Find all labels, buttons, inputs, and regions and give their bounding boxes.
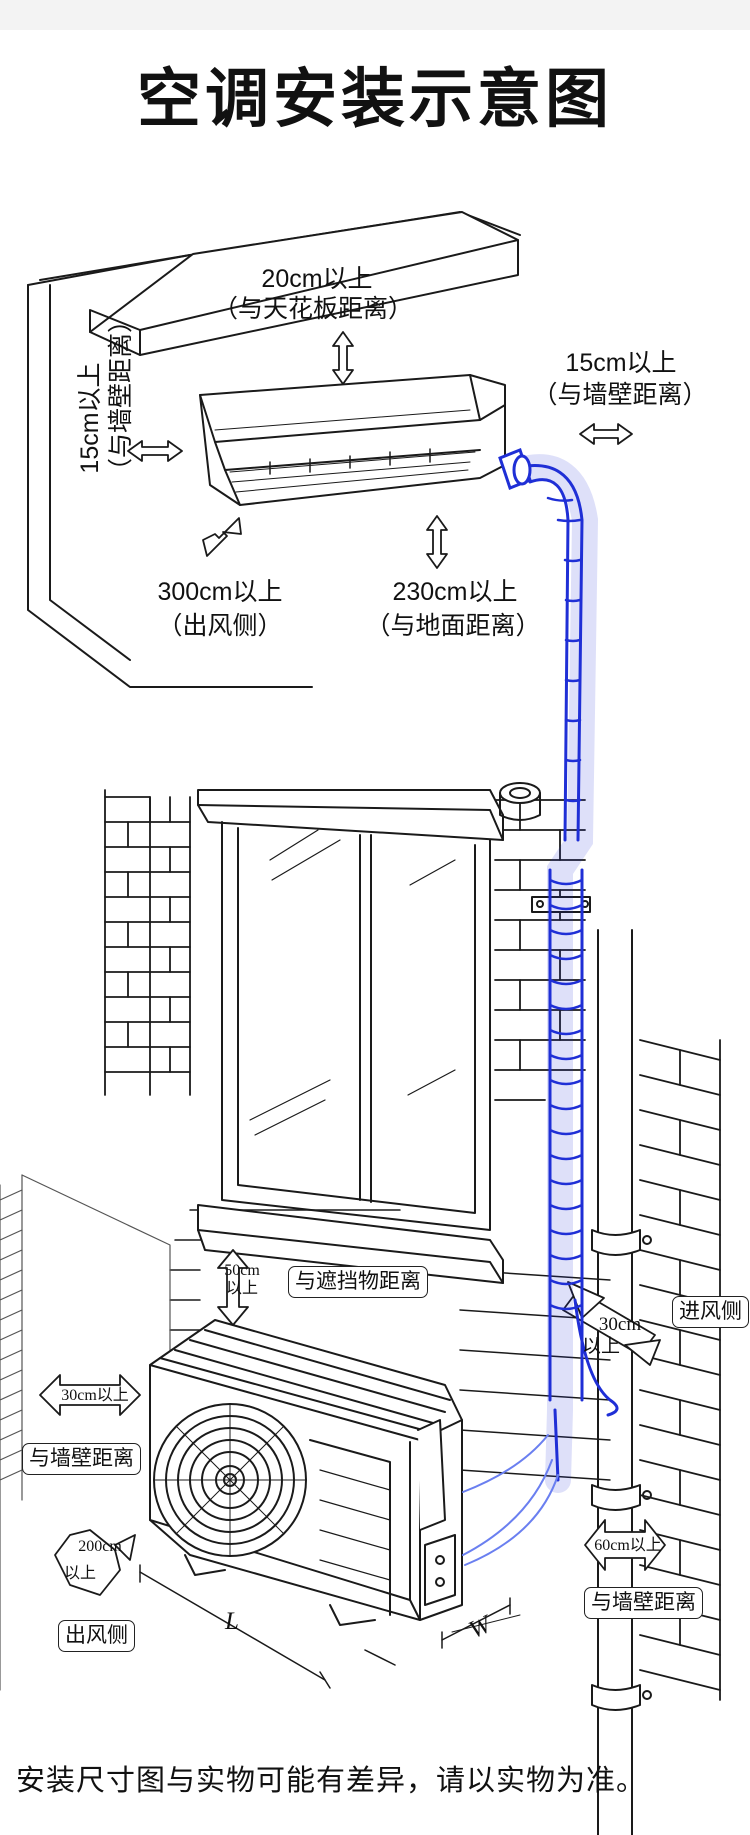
arrow-outlet xyxy=(54,1529,136,1596)
arrow-up-down-ceiling xyxy=(332,331,354,385)
arrow-side xyxy=(39,1374,141,1416)
page-title: 空调安装示意图 xyxy=(137,63,613,137)
arrow-obstacle xyxy=(217,1249,249,1326)
obstacle-clearance-value: 50cm xyxy=(224,1262,260,1279)
refrigerant-pipe xyxy=(462,448,619,1566)
arrow-left-right-wall-right xyxy=(579,423,633,445)
brick-wall-left xyxy=(104,789,191,1096)
floor-clearance-value: 230cm以上 xyxy=(392,578,518,606)
front-clearance-value: 300cm以上 xyxy=(157,578,283,606)
top-band xyxy=(0,0,750,30)
outlet-clearance-suffix: 以上 xyxy=(63,1565,96,1582)
outlet-clearance-value: 200cm xyxy=(78,1538,122,1555)
back-wall-box: 与墙壁距离 xyxy=(584,1587,703,1619)
drain-pipe xyxy=(591,929,652,1835)
ceiling-beam xyxy=(89,211,519,356)
right-wall-clearance-value: 15cm以上 xyxy=(565,349,677,377)
outdoor-unit xyxy=(149,1319,463,1626)
arrow-up-down-floor xyxy=(426,515,448,569)
arrow-diagonal-front xyxy=(202,517,242,557)
intake-side-box: 进风侧 xyxy=(672,1296,749,1328)
indoor-unit xyxy=(199,374,506,506)
front-clearance-desc: （出风侧） xyxy=(157,612,283,640)
dimension-l-label: L xyxy=(225,1608,239,1635)
obstacle-clearance-box: 与遮挡物距离 xyxy=(288,1266,428,1298)
side-wall-box: 与墙壁距离 xyxy=(22,1443,141,1475)
left-wall-clearance-value: 15cm以上 xyxy=(76,362,104,474)
obstacle-clearance-suffix: 以上 xyxy=(225,1280,258,1297)
arrow-back xyxy=(584,1519,666,1571)
left-wall-clearance: 15cm以上 （与墙壁距离） xyxy=(75,307,155,483)
side-hatched-wall xyxy=(0,1174,171,1691)
arrow-intake xyxy=(562,1281,661,1366)
window xyxy=(197,789,504,1284)
ceiling-clearance-desc: （与天花板距离） xyxy=(212,295,413,323)
dimension-lines xyxy=(139,1564,521,1689)
intake-clearance-suffix: 以上 xyxy=(581,1336,620,1357)
outlet-side-box: 出风侧 xyxy=(58,1620,135,1652)
floor-clearance-desc: （与地面距离） xyxy=(365,612,541,640)
ceiling-clearance-value: 20cm以上 xyxy=(261,265,373,293)
left-wall-clearance-desc: （与墙壁距离） xyxy=(107,307,135,483)
intake-clearance-value: 30cm xyxy=(598,1314,642,1335)
footer-disclaimer: 安装尺寸图与实物可能有差异，请以实物为准。 xyxy=(16,1765,647,1797)
arrow-left-right-wall-left xyxy=(127,440,183,462)
back-clearance-value: 60cm以上 xyxy=(594,1537,662,1554)
right-wall-clearance-desc: （与墙壁距离） xyxy=(532,381,708,409)
side-clearance-value: 30cm以上 xyxy=(61,1387,129,1404)
